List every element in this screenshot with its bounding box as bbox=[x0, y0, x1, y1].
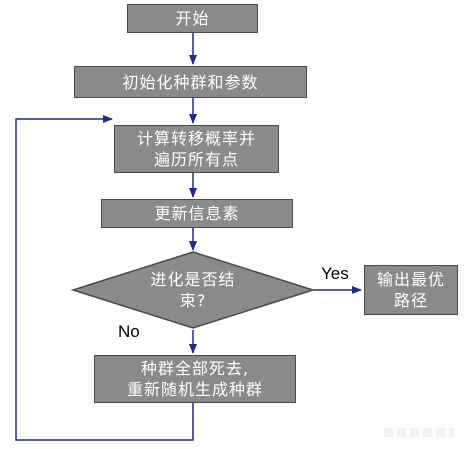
start-label: 开始 bbox=[175, 9, 210, 28]
update-node: 更新信息素 bbox=[101, 199, 293, 228]
decision-label-line1: 进化是否结 bbox=[150, 270, 236, 289]
reset-node: 种群全部死去, 重新随机生成种群 bbox=[94, 355, 296, 403]
decision-label-line2: 束? bbox=[179, 291, 207, 310]
decision-node: 进化是否结 束? bbox=[113, 269, 273, 311]
output-label-line1: 输出最优 bbox=[376, 270, 445, 289]
update-label: 更新信息素 bbox=[154, 204, 240, 223]
init-label: 初始化种群和参数 bbox=[122, 72, 259, 92]
arrow-loop-back bbox=[15, 115, 194, 441]
no-edge-label: No bbox=[118, 322, 140, 341]
output-node: 输出最优 路径 bbox=[364, 265, 458, 315]
reset-label-line2: 重新随机生成种群 bbox=[126, 380, 263, 399]
decision-diamond bbox=[70, 251, 316, 329]
yes-edge-label: Yes bbox=[321, 264, 349, 283]
reset-label-line1: 种群全部死去, bbox=[140, 359, 250, 378]
compute-label-line2: 遍历所有点 bbox=[153, 150, 239, 169]
start-node: 开始 bbox=[127, 4, 258, 33]
compute-node: 计算转移概率并 遍历所有点 bbox=[114, 125, 279, 173]
watermark bbox=[384, 428, 454, 437]
compute-label-line1: 计算转移概率并 bbox=[136, 129, 256, 148]
init-node: 初始化种群和参数 bbox=[74, 66, 307, 98]
output-label-line2: 路径 bbox=[393, 291, 428, 310]
